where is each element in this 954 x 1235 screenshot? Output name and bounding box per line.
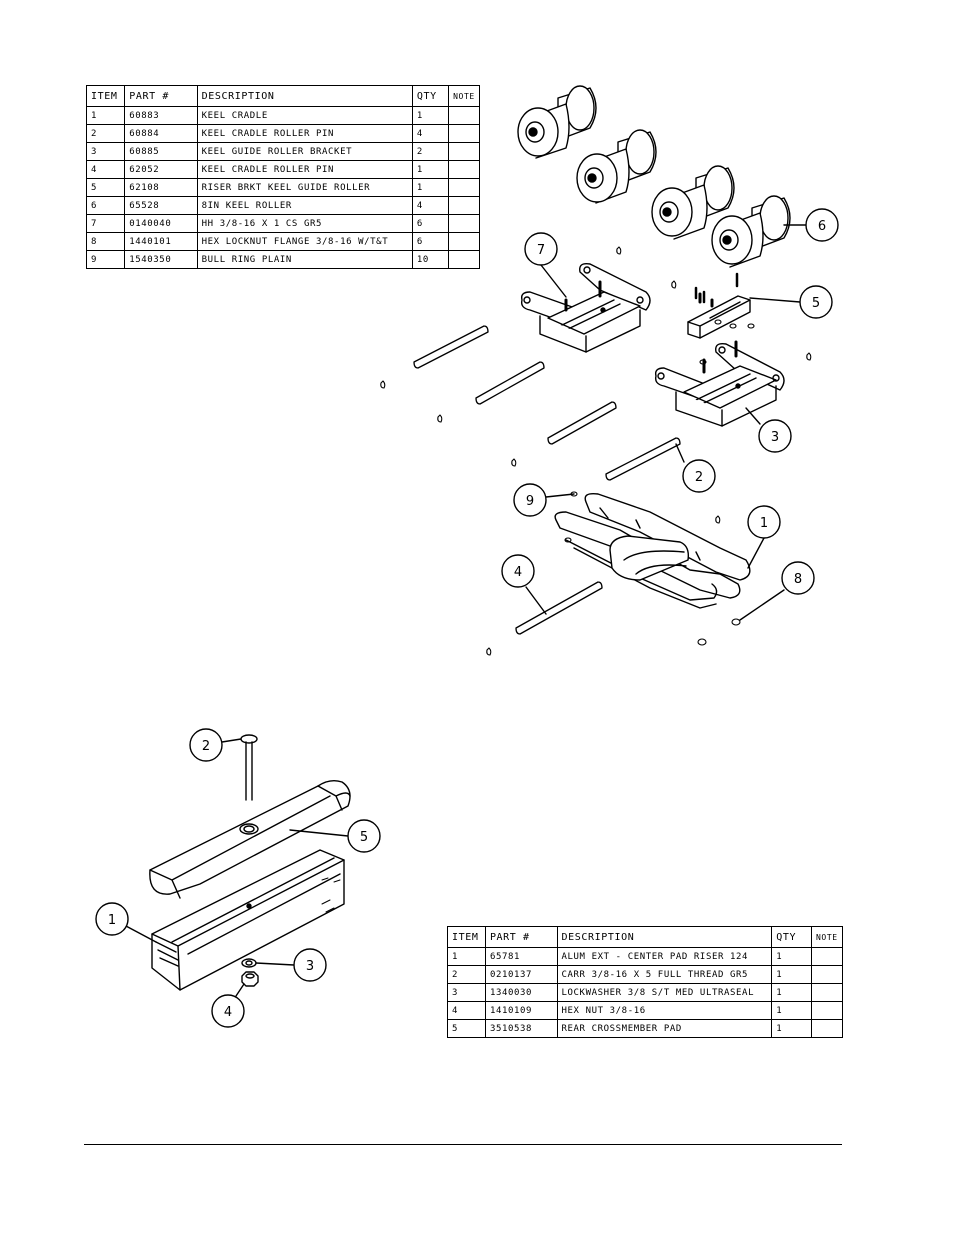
footer-rule (84, 1144, 842, 1145)
callout-6: 6 (818, 219, 826, 234)
keel-roller-4 (711, 195, 791, 268)
callout-labels: 7 6 5 3 2 9 1 4 8 2 5 1 3 4 (108, 219, 826, 1020)
part-number-cell: 1540350 (124, 250, 198, 269)
riser-bracket (687, 292, 751, 339)
callout-lower-1: 1 (108, 913, 116, 928)
qty-cell: 10 (411, 250, 450, 269)
table-header-row: ITEM PART # DESCRIPTION QTY NOTE (85, 85, 480, 107)
center-pad-assembly (149, 734, 351, 991)
keel-roller-2 (576, 129, 657, 204)
callout-lower-2: 2 (202, 739, 210, 754)
item-cell: 5 (447, 1019, 486, 1038)
keel-roller-3 (651, 165, 735, 240)
guide-roller-bracket-lower (654, 340, 785, 427)
callout-8: 8 (794, 572, 802, 587)
callout-lower-3: 3 (306, 959, 314, 974)
callout-2: 2 (695, 470, 703, 485)
callout-lower-5: 5 (360, 830, 368, 845)
roller-pins (413, 325, 681, 635)
callout-4: 4 (514, 565, 522, 580)
callout-9: 9 (526, 494, 534, 509)
callout-lower-4: 4 (224, 1005, 232, 1020)
upper-callouts (501, 208, 839, 621)
callout-7: 7 (537, 243, 545, 258)
part-number-cell: 3510538 (484, 1019, 558, 1038)
hardware-fasteners (380, 246, 812, 656)
lower-callouts (95, 728, 381, 1028)
keel-cradle (554, 492, 751, 609)
callout-3: 3 (771, 430, 779, 445)
callout-5: 5 (812, 296, 820, 311)
keel-roller-1 (517, 85, 597, 159)
note-cell (448, 250, 480, 269)
note-cell (810, 1019, 844, 1038)
description-cell: REAR CROSSMEMBER PAD (556, 1019, 773, 1038)
callout-1: 1 (760, 516, 768, 531)
col-note: NOTE (448, 85, 480, 107)
guide-roller-bracket-upper (520, 262, 651, 353)
